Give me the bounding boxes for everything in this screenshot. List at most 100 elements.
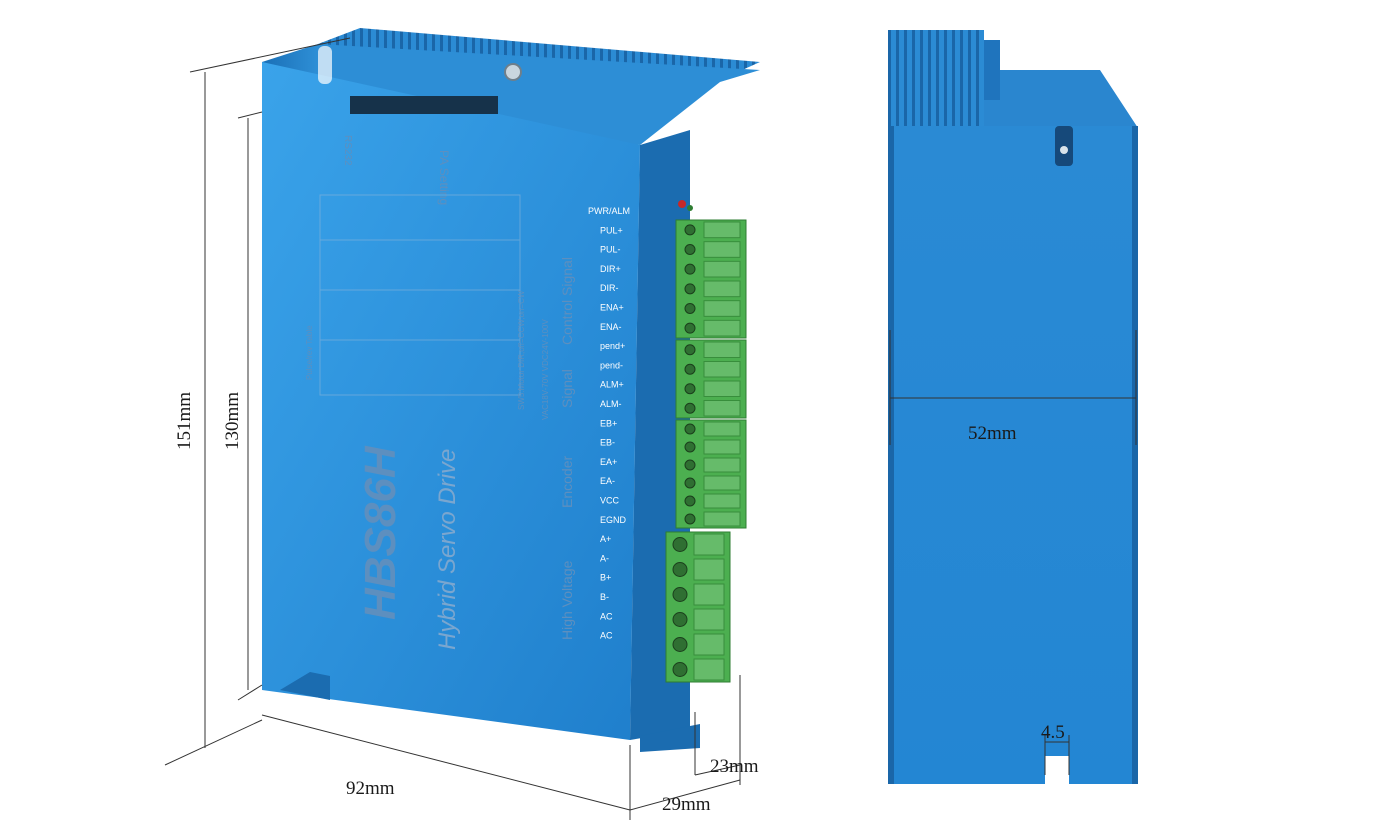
mount-slot: [318, 46, 332, 84]
terminal-socket: [703, 421, 741, 437]
terminal-socket: [703, 511, 741, 527]
terminal-screw-icon: [672, 637, 688, 652]
terminal-screw-icon: [672, 587, 688, 602]
terminal-screw-icon: [672, 612, 688, 627]
section-control-signal: Control Signal: [559, 257, 575, 345]
side-body: [888, 126, 1138, 784]
terminal-label: EB+: [600, 418, 617, 428]
dim-depth-body: 23mm: [710, 756, 759, 777]
section-high-voltage: High Voltage: [559, 560, 575, 640]
alarm-led: [687, 205, 693, 211]
voltage-note: VAC18V-70V VDC24V-100V: [541, 319, 550, 420]
terminal-screw-icon: [684, 477, 696, 489]
terminal-label: PUL-: [600, 245, 621, 255]
terminal-socket: [703, 361, 741, 378]
terminal-socket: [693, 658, 725, 681]
terminal-labels: PWR/ALMPUL+PUL-DIR+DIR-ENA+ENA-pend+pend…: [588, 206, 630, 641]
dimension-lines-right: [889, 330, 1137, 775]
terminal-label: B+: [600, 573, 611, 583]
terminal-socket: [703, 341, 741, 358]
section-encoder: Encoder: [559, 456, 575, 508]
terminal-screw-icon: [684, 263, 696, 275]
terminal-block: [665, 531, 731, 683]
pa-setting-label: PA Setting: [437, 150, 451, 205]
dim-height-body: 130mm: [222, 392, 243, 450]
terminal-label: A-: [600, 553, 609, 563]
terminal-label: pend+: [600, 341, 625, 351]
subtitle-label: Hybrid Servo Drive: [434, 449, 461, 650]
terminal-socket: [693, 608, 725, 631]
terminal-screw-icon: [684, 244, 696, 255]
pulse-table: Pulse/rev Table: [305, 325, 314, 380]
terminal-screw-icon: [684, 224, 696, 236]
terminal-label: B-: [600, 592, 609, 602]
terminal-label: ALM+: [600, 380, 624, 390]
terminal-screw-icon: [684, 402, 696, 414]
terminal-blocks: [665, 219, 747, 683]
terminal-screw-icon: [684, 283, 696, 295]
terminal-screw-icon: [672, 537, 688, 552]
dim-width: 92mm: [346, 778, 395, 799]
terminal-label: A+: [600, 534, 611, 544]
rs232-port: [350, 96, 498, 114]
terminal-screw-icon: [672, 662, 688, 677]
rs232-label: RS232: [342, 135, 353, 166]
terminal-socket: [703, 241, 741, 258]
terminal-label: DIR-: [600, 283, 619, 293]
pulse-table-grid: [319, 194, 521, 396]
terminal-socket: [703, 260, 741, 278]
terminal-label: EB-: [600, 438, 615, 448]
model-label: HBS86H: [356, 445, 405, 620]
terminal-label: AC: [600, 631, 613, 641]
side-heatsink-fins: [888, 30, 984, 130]
pulse-table-title: Pulse/rev Table: [305, 325, 314, 380]
terminal-screw-icon: [684, 383, 696, 395]
terminal-block: [675, 219, 747, 339]
terminal-label: PUL+: [600, 225, 623, 235]
terminal-socket: [693, 583, 725, 606]
terminal-socket: [703, 319, 741, 337]
terminal-screw-icon: [684, 344, 696, 356]
dim-slot-width: 4.5: [1041, 722, 1065, 743]
terminal-screw-icon: [684, 459, 696, 471]
terminal-label: DIR+: [600, 264, 621, 274]
drive-front-view: HBS86H Hybrid Servo Drive PA Setting RS2…: [262, 28, 760, 752]
terminal-screw-icon: [684, 495, 696, 507]
terminal-label: EGND: [600, 515, 627, 525]
terminal-label: PWR/ALM: [588, 206, 630, 216]
terminal-label: EA-: [600, 476, 615, 486]
section-signal: Signal: [559, 369, 575, 408]
screw-icon: [504, 63, 522, 81]
terminal-screw-icon: [684, 513, 696, 525]
drive-side-view: [888, 30, 1138, 784]
dim-height-total: 151mm: [174, 392, 195, 450]
power-led: [678, 200, 686, 208]
terminal-socket: [693, 633, 725, 656]
terminal-screw-icon: [672, 562, 688, 577]
terminal-socket: [703, 300, 741, 317]
terminal-socket: [703, 439, 741, 455]
terminal-socket: [703, 400, 741, 417]
terminal-screw-icon: [684, 363, 696, 375]
terminal-socket: [703, 475, 741, 491]
terminal-label: AC: [600, 611, 613, 621]
terminal-screw-icon: [684, 441, 696, 453]
drive-front-face: [262, 62, 640, 740]
terminal-socket: [693, 533, 725, 556]
bottom-slot: [1045, 756, 1069, 784]
terminal-label: VCC: [600, 496, 620, 506]
terminal-label: ENA+: [600, 303, 624, 313]
terminal-label: ALM-: [600, 399, 622, 409]
terminal-socket: [703, 493, 741, 509]
terminal-screw-icon: [684, 303, 696, 314]
terminal-screw-icon: [684, 423, 696, 435]
terminal-socket: [693, 558, 725, 581]
dir-note: SW5:Motor DIR,off=CCW,on=CW: [517, 290, 526, 410]
terminal-socket: [703, 457, 741, 473]
terminal-label: EA+: [600, 457, 617, 467]
dim-depth-total: 29mm: [662, 794, 711, 815]
dimension-lines-left: [164, 37, 741, 820]
terminal-socket: [703, 280, 741, 298]
terminal-label: pend-: [600, 360, 623, 370]
dim-side-width: 52mm: [968, 423, 1017, 444]
